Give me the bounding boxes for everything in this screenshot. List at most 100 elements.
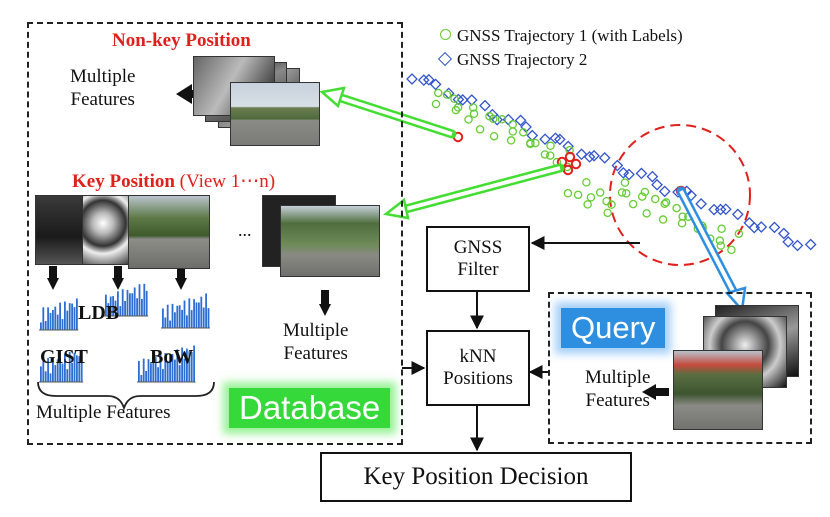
histogram-bar: [49, 312, 52, 330]
histogram-bar: [56, 359, 59, 382]
traj2-marker: [782, 235, 795, 248]
query-panel: [548, 292, 812, 444]
traj2-marker: [456, 94, 469, 106]
histogram-bar: [61, 319, 64, 330]
query-region-circle: [609, 124, 751, 266]
histogram-bar: [54, 365, 57, 382]
traj1-marker: [468, 103, 478, 112]
histogram-bar: [190, 352, 193, 382]
traj1-marker: [586, 193, 596, 202]
histogram-bar: [71, 362, 73, 382]
traj1-marker: [717, 224, 726, 233]
feature-histograms: [39, 283, 210, 383]
traj1-marker: [734, 229, 744, 238]
histogram-bar: [73, 307, 76, 330]
histogram-bar: [54, 306, 57, 330]
histogram-bar: [61, 363, 64, 382]
key-view-n-image: [280, 205, 380, 277]
histogram-bar: [181, 347, 183, 382]
traj1-marker: [637, 192, 647, 201]
histogram-bar: [178, 365, 181, 382]
histogram-bar: [56, 314, 59, 330]
histogram-bar: [164, 317, 167, 328]
histogram-bar: [76, 298, 78, 330]
histogram-bar: [131, 293, 134, 316]
histogram-bar: [193, 299, 195, 328]
multi-features-caption: Multiple Features: [36, 402, 171, 423]
histogram-bar: [188, 351, 191, 382]
highlight-marker: [564, 151, 576, 163]
histogram-bar: [169, 320, 171, 328]
traj1-marker: [508, 127, 518, 136]
histogram-bar: [147, 359, 150, 382]
histogram-bar: [162, 308, 164, 328]
histogram-bar: [200, 296, 203, 328]
highlight-marker: [570, 158, 582, 170]
traj1-marker: [582, 178, 591, 187]
histogram-bar: [174, 359, 176, 382]
legend-traj2: GNSS Trajectory 2: [437, 50, 588, 70]
traj1-marker: [451, 105, 461, 115]
nonkey-title: Non-key Position: [112, 30, 251, 51]
legend-traj2-label: GNSS Trajectory 2: [457, 50, 588, 69]
histogram-bar: [202, 307, 205, 328]
traj2-marker: [553, 133, 566, 146]
traj2-marker: [514, 114, 527, 127]
histogram-bar: [64, 353, 66, 382]
histogram-bar: [52, 357, 54, 382]
histogram-bar: [198, 302, 200, 328]
histogram-bar: [42, 307, 45, 330]
histogram-bar: [59, 358, 61, 382]
histogram-bar: [49, 373, 52, 382]
histogram-bar: [166, 360, 169, 382]
histogram-bar: [186, 348, 188, 382]
trajectory-2-points: [406, 73, 817, 252]
histogram-bar: [44, 371, 47, 382]
histogram-bar: [157, 367, 159, 382]
histogram-bar: [145, 290, 148, 316]
histogram-bar: [138, 284, 141, 316]
traj1-marker: [628, 199, 638, 209]
traj1-marker: [475, 125, 485, 134]
histogram-bar: [66, 310, 69, 330]
circle-marker-icon: [440, 29, 451, 40]
histogram-bar: [174, 312, 176, 328]
key-images-ellipsis: ...: [238, 220, 252, 240]
histogram-bar: [121, 289, 124, 316]
traj2-marker: [422, 73, 435, 86]
histogram-bar: [140, 374, 143, 382]
histogram-bar: [114, 300, 117, 316]
histogram-bar: [40, 366, 42, 382]
nonkey-match-arrow: [319, 86, 457, 139]
histogram-bar: [205, 293, 207, 328]
traj2-marker: [465, 94, 478, 106]
traj2-marker: [748, 221, 761, 234]
histogram-bar: [171, 353, 174, 382]
traj1-marker: [469, 109, 479, 119]
traj2-marker: [804, 238, 817, 251]
traj1-marker: [531, 138, 540, 148]
histogram-bar: [47, 307, 49, 330]
traj1-marker: [640, 187, 650, 197]
histogram-bar: [154, 357, 157, 382]
traj1-marker: [453, 103, 463, 112]
histogram-bar: [129, 293, 131, 316]
query-tag: Query: [561, 308, 666, 348]
nonkey-image-color: [230, 82, 320, 146]
traj1-marker: [660, 199, 669, 209]
traj1-marker: [497, 115, 507, 124]
histogram-bar: [66, 369, 69, 382]
traj2-marker: [755, 221, 768, 233]
histogram-bar: [42, 361, 45, 382]
traj1-marker: [672, 203, 681, 213]
histogram-bar: [159, 353, 162, 382]
histogram-bar: [78, 356, 81, 382]
histogram-bar: [169, 355, 171, 382]
traj1-marker: [595, 188, 605, 197]
traj1-marker: [431, 99, 441, 109]
traj2-marker: [719, 203, 732, 216]
traj2-marker: [791, 239, 804, 252]
